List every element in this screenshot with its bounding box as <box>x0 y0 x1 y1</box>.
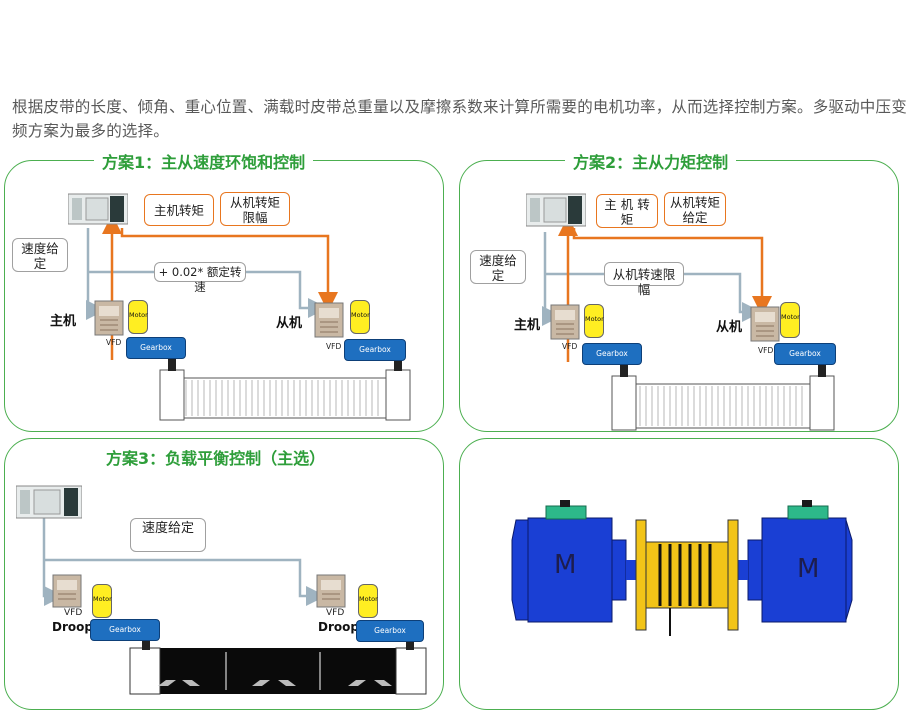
gearbox-master-1: Gearbox <box>126 337 186 359</box>
gearbox-master-2: Gearbox <box>582 343 642 365</box>
motor-slave-1: Motor <box>350 300 370 334</box>
motor-slave-2: Motor <box>780 302 800 338</box>
slave-torque-limit-box-1: 从机转矩限幅 <box>220 192 290 226</box>
formula-box-1: + 0.02* 额定转速 <box>154 262 246 294</box>
scheme2-title: 方案2：主从力矩控制 <box>565 149 737 173</box>
vfd-label-master-2: VFD <box>562 342 578 351</box>
left-motor-label: M <box>554 550 577 580</box>
motor-master-2: Motor <box>584 304 604 338</box>
speed-given-box-2: 速度给定 <box>470 250 526 284</box>
motor-right-3: Motor <box>358 584 378 618</box>
scheme3-panel <box>4 438 444 710</box>
master-torque-box-2: 主 机 转矩 <box>596 194 658 228</box>
motor-master-1: Motor <box>128 300 148 334</box>
speed-given-box-1: 速度给定 <box>12 238 68 272</box>
plc-controller-1 <box>68 190 128 228</box>
plc-controller-2 <box>526 190 586 230</box>
speed-given-box-3: 速度给定 <box>130 518 206 552</box>
master-label-1: 主机 <box>50 314 77 329</box>
vfd-right-3 <box>316 574 346 608</box>
slave-speed-limit-box-2: 从机转速限幅 <box>604 262 684 297</box>
slave-torque-given-box-2: 从机转矩给定 <box>664 192 726 226</box>
vfd-label-right-3: VFD <box>326 608 345 618</box>
conveyor-belt-3 <box>129 638 427 695</box>
vfd-label-left-3: VFD <box>64 608 83 618</box>
scheme1-title: 方案1：主从速度环饱和控制 <box>94 149 314 173</box>
vfd-master-2 <box>550 304 580 340</box>
intro-paragraph: 根据皮带的长度、倾角、重心位置、满载时皮带总重量以及摩擦系数来计算所需要的电机功… <box>12 98 907 140</box>
conveyor-belt-1 <box>159 359 411 421</box>
twin-motor-drive <box>511 500 853 636</box>
plc-controller-3 <box>16 482 82 522</box>
motor-left-3: Motor <box>92 584 112 618</box>
scheme3-title: 方案3：负载平衡控制（主选） <box>98 445 334 469</box>
motor-drive-panel <box>459 438 899 710</box>
gearbox-slave-2: Gearbox <box>774 343 836 365</box>
master-torque-box-1: 主机转矩 <box>144 194 214 226</box>
gearbox-right-3: Gearbox <box>356 620 424 642</box>
vfd-label-slave-1: VFD <box>326 342 342 351</box>
gearbox-left-3: Gearbox <box>90 619 160 641</box>
vfd-master-1 <box>94 300 124 336</box>
right-motor-label: M <box>797 554 820 584</box>
conveyor-belt-2 <box>611 364 835 431</box>
droop-label-left-3: Droop <box>52 620 93 634</box>
gearbox-slave-1: Gearbox <box>344 339 406 361</box>
droop-label-right-3: Droop <box>318 620 359 634</box>
vfd-slave-2 <box>750 306 780 342</box>
slave-label-2: 从机 <box>716 320 743 335</box>
vfd-left-3 <box>52 574 82 608</box>
vfd-slave-1 <box>314 302 344 338</box>
vfd-label-master-1: VFD <box>106 338 122 347</box>
vfd-label-slave-2: VFD <box>758 346 774 355</box>
slave-label-1: 从机 <box>276 316 303 331</box>
master-label-2: 主机 <box>514 318 541 333</box>
